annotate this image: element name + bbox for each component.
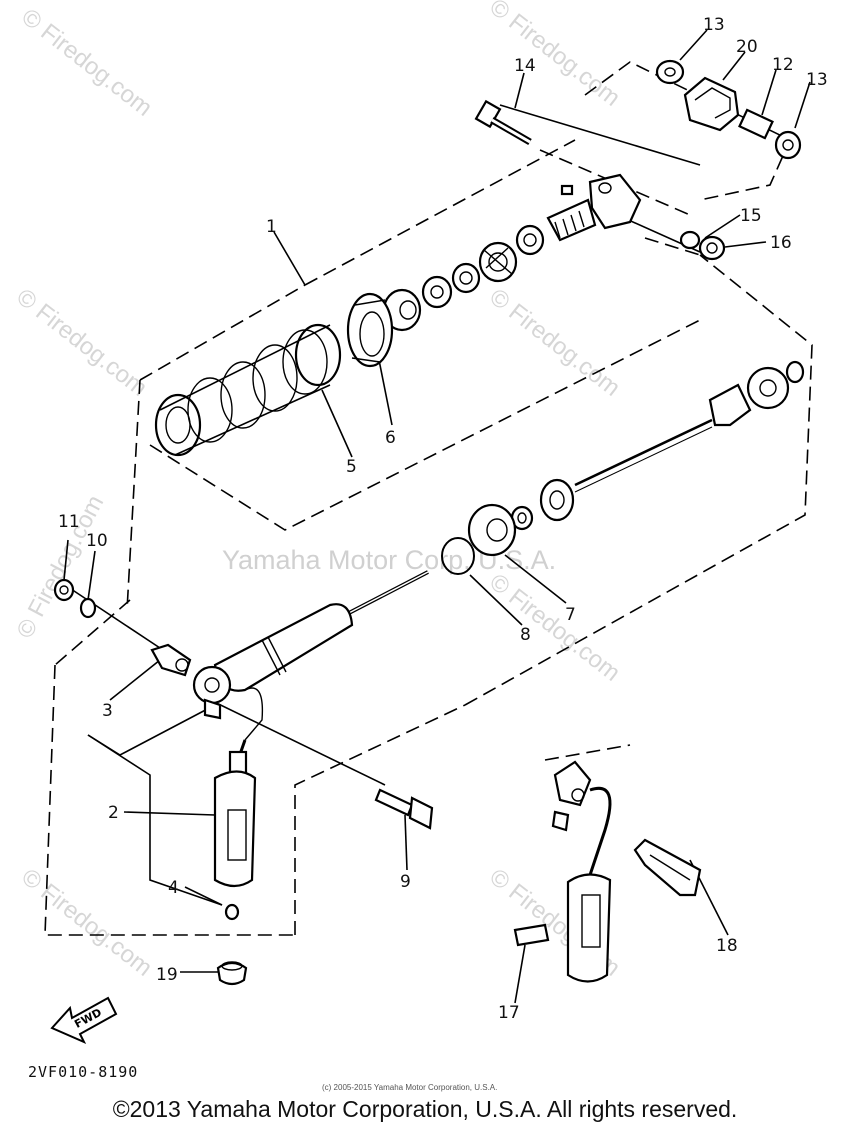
callout-5: 5 xyxy=(346,457,357,477)
lower-reservoir-assembly xyxy=(513,744,702,983)
callout-19: 19 xyxy=(156,965,178,985)
callouts: 1 2 3 4 5 6 7 8 9 10 11 12 13 13 14 15 1… xyxy=(58,15,828,1023)
callout-20: 20 xyxy=(736,37,758,57)
callout-6: 6 xyxy=(385,428,396,448)
collar-13-top xyxy=(655,59,685,85)
watermark-firedog: © Firedog.com xyxy=(484,0,625,112)
collar-13-right xyxy=(774,130,802,160)
adjuster-stack xyxy=(382,224,545,332)
cap-19 xyxy=(216,961,248,986)
callout-2: 2 xyxy=(108,803,119,823)
bolt-14 xyxy=(474,99,532,146)
leader-lines xyxy=(63,29,811,1004)
callout-7: 7 xyxy=(565,605,576,625)
upper-clevis xyxy=(546,173,726,261)
washer-15 xyxy=(679,230,701,250)
bump-stop xyxy=(574,360,805,493)
shock-body xyxy=(192,570,429,741)
spring-5 xyxy=(154,323,342,457)
callout-8: 8 xyxy=(520,625,531,645)
copyright-notice: ©2013 Yamaha Motor Corporation, U.S.A. A… xyxy=(112,1096,738,1122)
label-17 xyxy=(513,923,550,947)
spring-seat-6 xyxy=(346,292,394,368)
callout-18: 18 xyxy=(716,936,738,956)
callout-1: 1 xyxy=(266,217,277,237)
callout-9: 9 xyxy=(400,872,411,892)
diagram-code: 2VF010-8190 xyxy=(28,1063,138,1081)
callout-3: 3 xyxy=(102,701,113,721)
bracket-group xyxy=(655,59,802,160)
callout-4: 4 xyxy=(168,878,179,898)
collar-3 xyxy=(150,643,192,677)
callout-15: 15 xyxy=(740,206,762,226)
bracket-20 xyxy=(683,76,740,132)
watermark-firedog: © Firedog.com xyxy=(484,283,625,401)
nut-16 xyxy=(698,235,726,261)
bolt-9 xyxy=(374,788,434,830)
bushing-12 xyxy=(738,108,774,140)
rod-seal-group xyxy=(441,478,575,575)
watermark-firedog: © Firedog.com xyxy=(16,863,157,981)
small-copyright: (c) 2005-2015 Yamaha Motor Corporation, … xyxy=(322,1083,497,1092)
callout-11: 11 xyxy=(58,512,80,532)
cap-7 xyxy=(467,503,517,557)
watermark-firedog: © Firedog.com xyxy=(11,283,152,401)
watermark-firedog: © Firedog.com xyxy=(16,3,157,121)
callout-13-right: 13 xyxy=(806,70,828,90)
callout-14: 14 xyxy=(514,56,536,76)
watermark-layer: © Firedog.com © Firedog.com © Firedog.co… xyxy=(11,0,625,982)
o-ring-8 xyxy=(441,537,475,575)
callout-10: 10 xyxy=(86,531,108,551)
plug-4 xyxy=(224,903,240,921)
callout-17: 17 xyxy=(498,1003,520,1023)
assembly-outline xyxy=(44,61,813,936)
callout-12: 12 xyxy=(772,55,794,75)
reservoir-2 xyxy=(213,739,257,921)
callout-16: 16 xyxy=(770,233,792,253)
washers-10-11 xyxy=(53,578,97,619)
callout-13-top: 13 xyxy=(703,15,725,35)
fwd-arrow-icon: FWD xyxy=(50,996,118,1045)
band-18 xyxy=(633,838,702,897)
